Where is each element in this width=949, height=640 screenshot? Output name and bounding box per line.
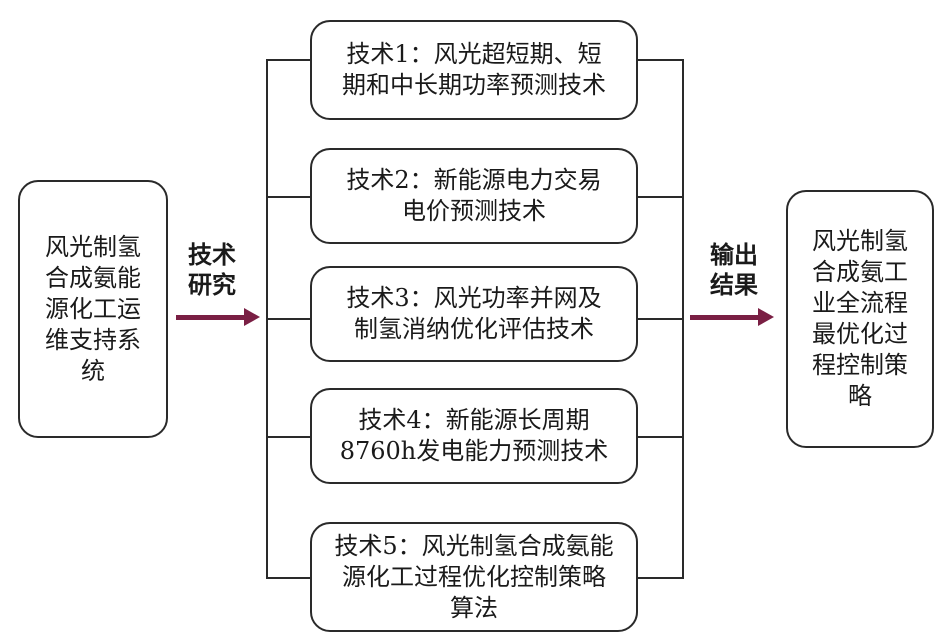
output-result-label: 输出 结果	[710, 240, 758, 299]
system-box: 风光制氢 合成氨能 源化工运 维支持系 统	[18, 180, 168, 438]
right-bracket-tick-4	[638, 436, 684, 438]
research-arrow-shaft	[176, 315, 246, 320]
left-bracket-tick-3	[266, 318, 310, 320]
right-bracket-tick-5	[638, 577, 684, 579]
left-bracket-tick-4	[266, 436, 310, 438]
tech-box-3-text: 技术3：风光功率并网及 制氢消纳优化评估技术	[346, 284, 602, 343]
tech-box-2: 技术2：新能源电力交易 电价预测技术	[310, 148, 638, 244]
tech-box-1-text: 技术1：风光超短期、短 期和中长期功率预测技术	[342, 40, 606, 99]
tech-box-5-text: 技术5：风光制氢合成氨能 源化工过程优化控制策略 算法	[334, 531, 614, 622]
tech-research-label: 技术 研究	[188, 240, 236, 299]
tech-box-2-text: 技术2：新能源电力交易 电价预测技术	[346, 166, 602, 225]
tech-box-4-text: 技术4：新能源长周期 8760h发电能力预测技术	[339, 406, 609, 465]
output-arrow-shaft	[690, 315, 760, 320]
system-box-text: 风光制氢 合成氨能 源化工运 维支持系 统	[45, 232, 141, 385]
left-bracket-tick-5	[266, 577, 310, 579]
tech-box-1: 技术1：风光超短期、短 期和中长期功率预测技术	[310, 20, 638, 120]
research-arrow-head	[244, 308, 260, 326]
left-bracket-tick-1	[266, 59, 310, 61]
tech-box-3: 技术3：风光功率并网及 制氢消纳优化评估技术	[310, 266, 638, 362]
right-bracket-tick-3	[638, 318, 684, 320]
tech-box-4: 技术4：新能源长周期 8760h发电能力预测技术	[310, 388, 638, 484]
tech-box-5: 技术5：风光制氢合成氨能 源化工过程优化控制策略 算法	[310, 522, 638, 632]
left-bracket-tick-2	[266, 196, 310, 198]
output-arrow-head	[758, 308, 774, 326]
result-box-text: 风光制氢 合成氨工 业全流程 最优化过 程控制策 略	[812, 227, 908, 410]
right-bracket-tick-1	[638, 59, 684, 61]
right-bracket-tick-2	[638, 196, 684, 198]
result-box: 风光制氢 合成氨工 业全流程 最优化过 程控制策 略	[786, 190, 934, 448]
